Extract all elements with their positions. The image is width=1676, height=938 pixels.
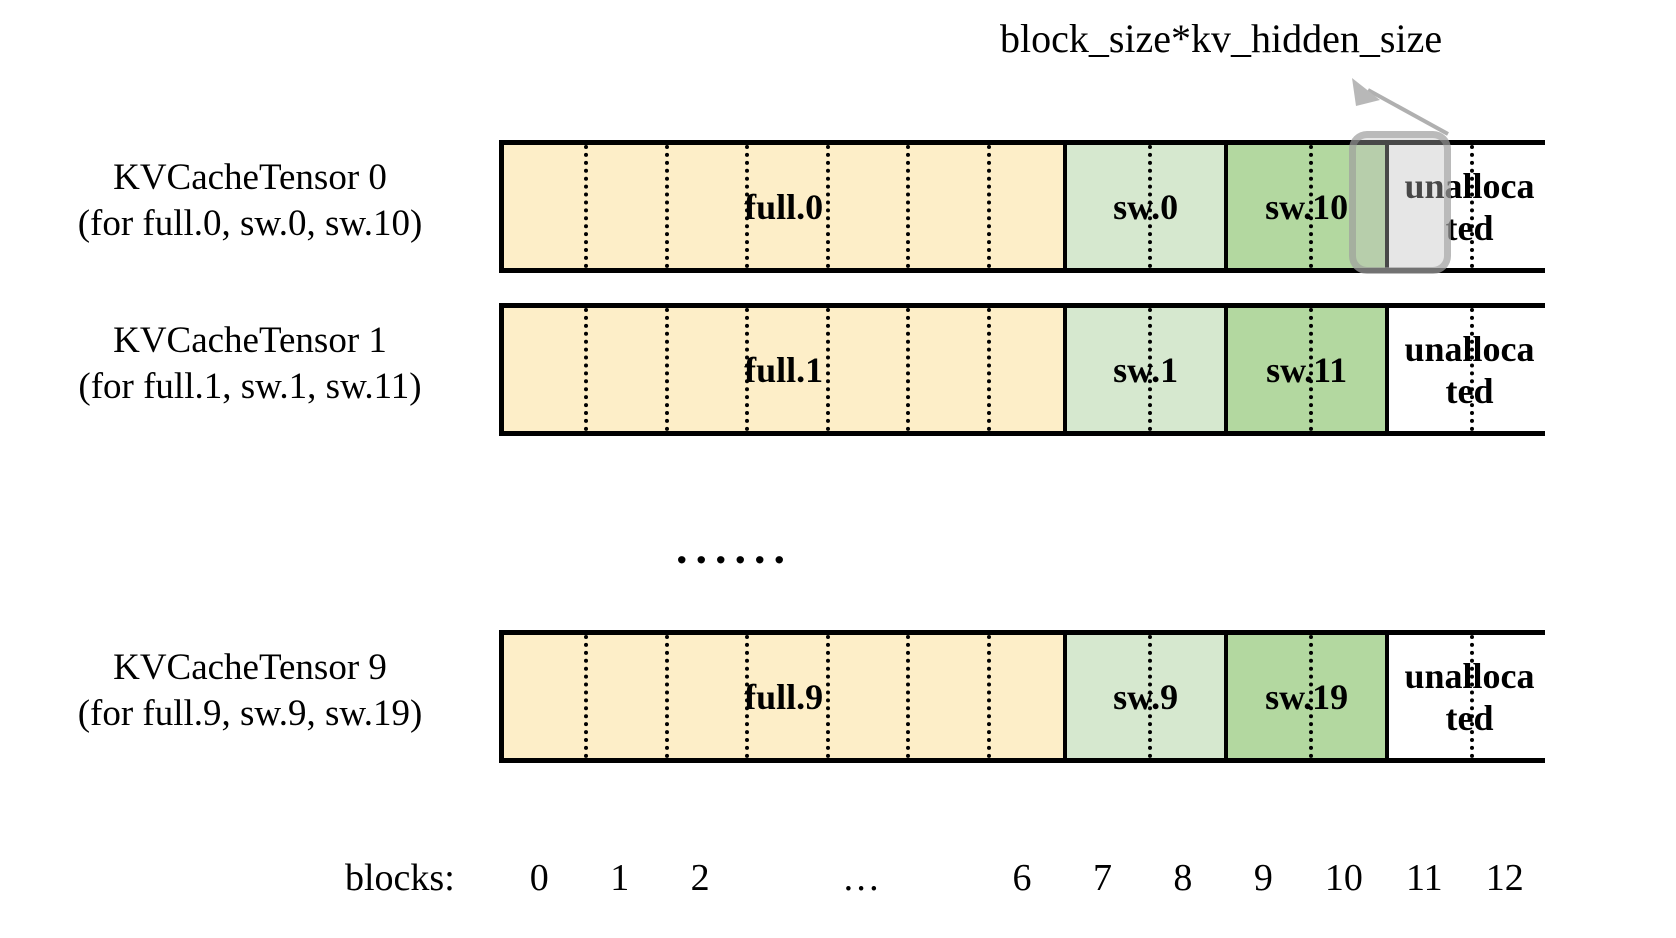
block-divider-dotted [1147, 145, 1152, 268]
tensor-row-label: KVCacheTensor 0 (for full.0, sw.0, sw.10) [20, 155, 480, 247]
blocks-axis-tick: 9 [1253, 857, 1273, 899]
blocks-axis-tick: 10 [1324, 857, 1363, 899]
block-divider-dotted [825, 145, 830, 268]
bar-segment-full[interactable]: full.9 [504, 635, 1068, 758]
tensor-row-label-line1: KVCacheTensor 1 [113, 320, 387, 361]
block-divider-dotted [745, 308, 750, 431]
block-divider-dotted [664, 635, 669, 758]
block-divider-dotted [584, 308, 589, 431]
block-divider-dotted [1308, 145, 1313, 268]
block-divider-dotted [906, 308, 911, 431]
block-divider-dotted [906, 635, 911, 758]
bar-segment-sw[interactable]: sw.9 [1067, 635, 1229, 758]
blocks-axis-tick: … [842, 857, 881, 899]
block-divider-dotted [1469, 635, 1474, 758]
block-divider-dotted [1469, 308, 1474, 431]
bar-segment-sw2[interactable]: sw.10 [1228, 145, 1390, 268]
bar-segment-label: sw.11 [1266, 349, 1348, 390]
block-divider-dotted [745, 635, 750, 758]
block-divider-dotted [1469, 145, 1474, 268]
blocks-axis-tick: 7 [1092, 857, 1112, 899]
bar-segment-full[interactable]: full.1 [504, 308, 1068, 431]
bar-segment-label: sw.0 [1113, 186, 1179, 227]
blocks-axis-tick: 12 [1485, 857, 1524, 899]
bar-segment-label: sw.9 [1113, 676, 1179, 717]
blocks-axis-title: blocks: [345, 857, 455, 899]
tensor-row-label: KVCacheTensor 1 (for full.1, sw.1, sw.11) [20, 318, 480, 410]
block-divider-dotted [1308, 308, 1313, 431]
block-divider-dotted [825, 308, 830, 431]
tensor-row-label-line1: KVCacheTensor 0 [113, 157, 387, 198]
bar-segment-label: full.9 [744, 676, 824, 717]
block-divider-dotted [1308, 635, 1313, 758]
blocks-axis-tick: 8 [1173, 857, 1193, 899]
tensor-row-label-line2: (for full.0, sw.0, sw.10) [77, 203, 423, 244]
bar-segment-label: full.0 [744, 186, 824, 227]
block-divider-dotted [584, 145, 589, 268]
blocks-axis-tick: 11 [1406, 857, 1443, 899]
tensor-row-label-line1: KVCacheTensor 9 [113, 647, 387, 688]
tensor-row-label-line2: (for full.9, sw.9, sw.19) [77, 693, 423, 734]
bar-segment-sw2[interactable]: sw.11 [1228, 308, 1390, 431]
tensor-row-label-line2: (for full.1, sw.1, sw.11) [78, 366, 422, 407]
block-size-annotation-label: block_size*kv_hidden_size [1000, 16, 1443, 61]
block-divider-dotted [1147, 308, 1152, 431]
blocks-axis-tick: 0 [529, 857, 549, 899]
blocks-axis-tick: 1 [610, 857, 630, 899]
block-divider-dotted [986, 145, 991, 268]
blocks-axis-tick: 6 [1012, 857, 1032, 899]
bar-segment-sw[interactable]: sw.1 [1067, 308, 1229, 431]
block-divider-dotted [825, 635, 830, 758]
bar-segment-label: sw.19 [1265, 676, 1349, 717]
block-divider-dotted [1147, 635, 1152, 758]
bar-segment-label: sw.10 [1265, 186, 1349, 227]
bar-segment-sw[interactable]: sw.0 [1067, 145, 1229, 268]
rows-ellipsis: ...... [676, 522, 793, 573]
bar-segment-full[interactable]: full.0 [504, 145, 1068, 268]
block-divider-dotted [745, 145, 750, 268]
annotation-arrow-icon [1330, 72, 1460, 142]
bar-segment-sw2[interactable]: sw.19 [1228, 635, 1390, 758]
tensor-row-label: KVCacheTensor 9 (for full.9, sw.9, sw.19) [20, 645, 480, 737]
block-divider-dotted [664, 145, 669, 268]
block-divider-dotted [584, 635, 589, 758]
block-divider-dotted [986, 635, 991, 758]
block-divider-dotted [986, 308, 991, 431]
bar-segment-label: sw.1 [1113, 349, 1179, 390]
block-divider-dotted [664, 308, 669, 431]
bar-segment-label: full.1 [744, 349, 824, 390]
block-divider-dotted [906, 145, 911, 268]
blocks-axis-tick: 2 [690, 857, 710, 899]
